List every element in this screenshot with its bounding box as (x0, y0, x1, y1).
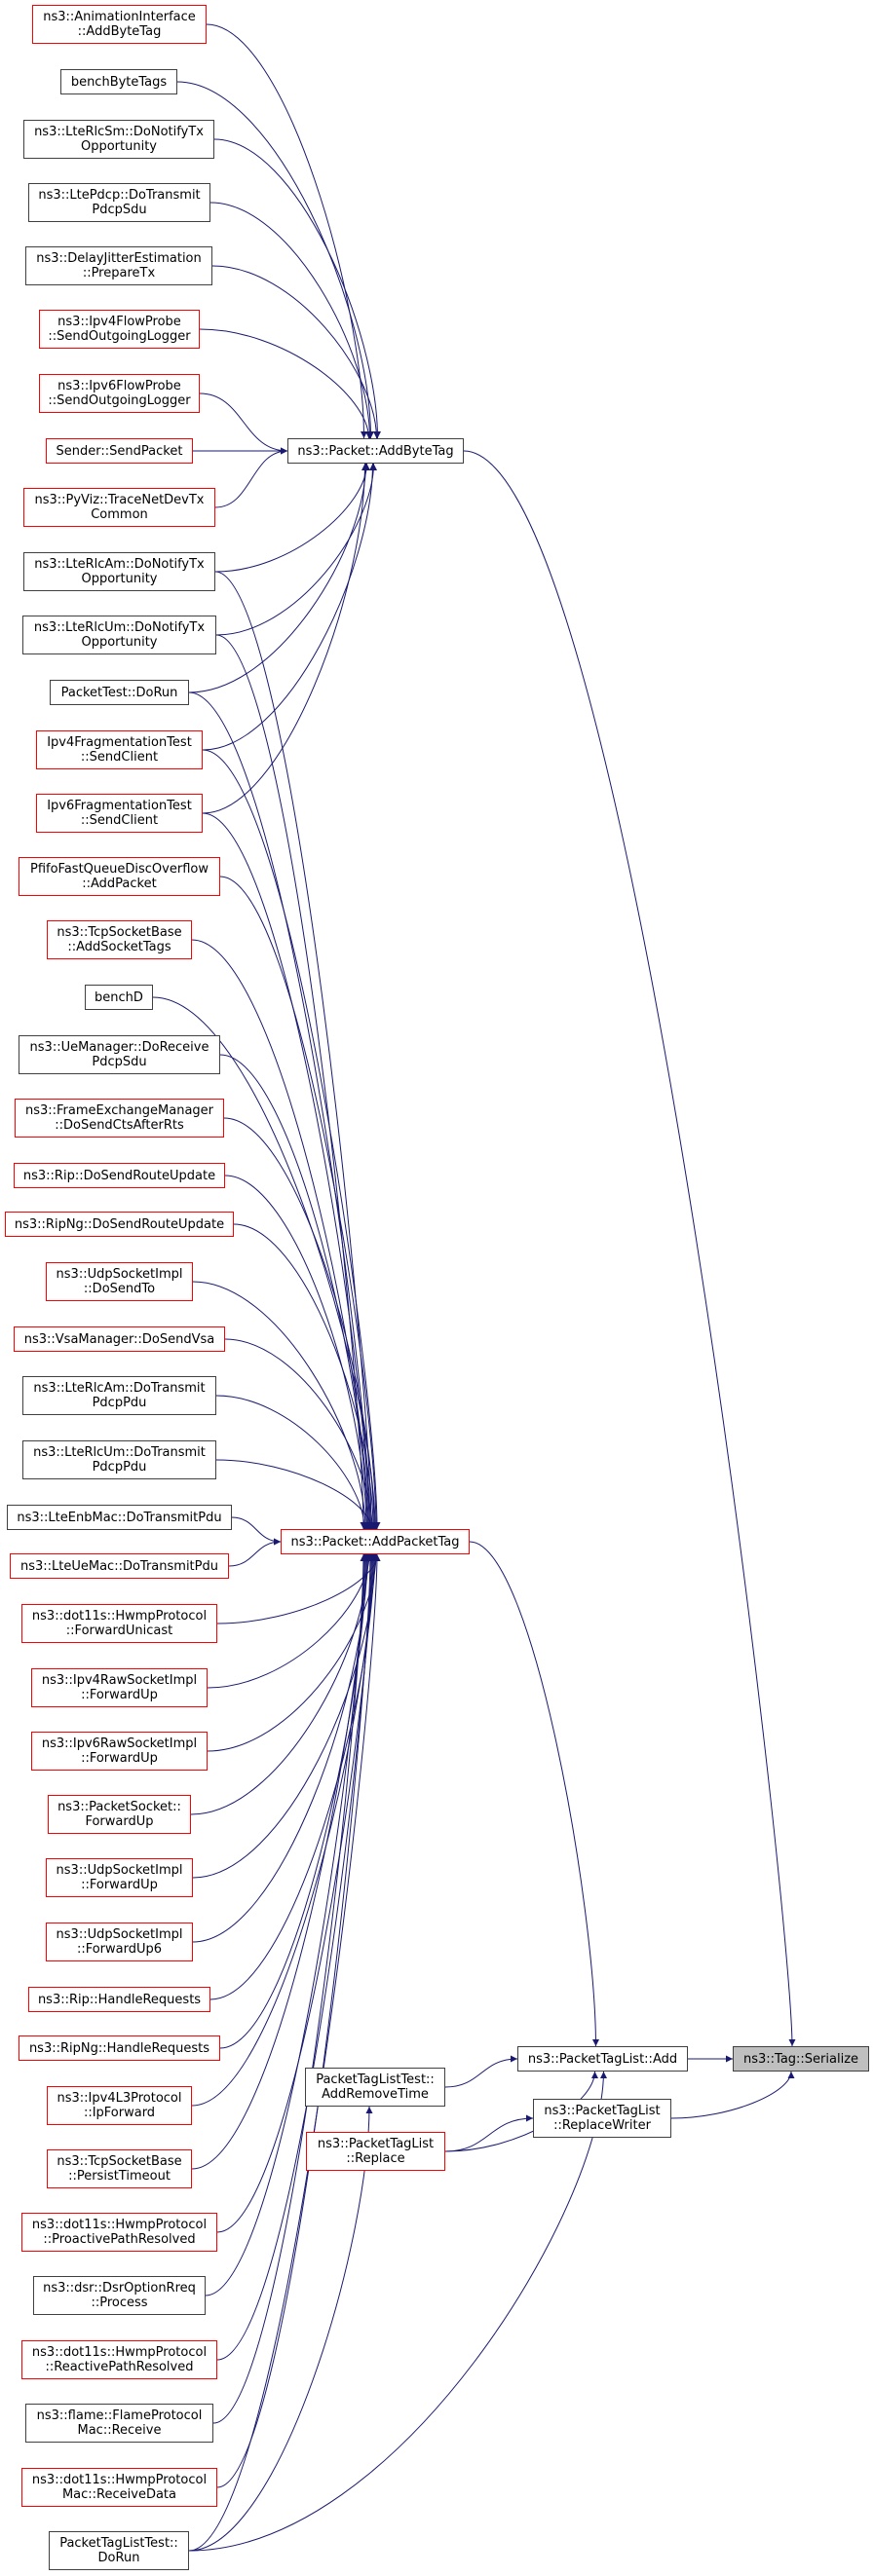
node-lte-rlc-am-do-transmit-pdcp-pdu[interactable]: ns3::LteRlcAm::DoTransmit PdcpPdu (22, 1376, 216, 1415)
node-packet-socket-forward-up[interactable]: ns3::PacketSocket:: ForwardUp (48, 1795, 191, 1834)
node-hwmp-protocol-proactive-path-resolved[interactable]: ns3::dot11s::HwmpProtocol ::ProactivePat… (21, 2213, 217, 2252)
edge-n_addpackettag-to-n_ptladd (469, 1541, 599, 2047)
node-lte-rlc-sm-do-notify-tx-opportunity[interactable]: ns3::LteRlcSm::DoNotifyTx Opportunity (23, 120, 214, 159)
edge-n_hwmp_fwd-to-n_addpackettag (216, 1553, 381, 1624)
node-packet-test-do-run[interactable]: PacketTest::DoRun (50, 680, 189, 705)
edge-n_tcptags-to-n_addpackettag (191, 939, 372, 1530)
edge-n_uemac-to-n_addpackettag (228, 1538, 282, 1567)
edge-n_pdcp-to-n_addbytetag (209, 202, 373, 439)
node-ipv4-raw-socket-impl-forward-up[interactable]: ns3::Ipv4RawSocketImpl ::ForwardUp (31, 1668, 208, 1707)
edge-n_enbmac-to-n_addpackettag (231, 1516, 282, 1546)
node-ue-manager-do-receive-pdcp-sdu[interactable]: ns3::UeManager::DoReceive PdcpSdu (19, 1035, 220, 1074)
edge-n_rlcam_tx-to-n_addpackettag (214, 571, 375, 1530)
edge-n_replace-to-n_replacewriter (444, 2114, 534, 2152)
node-lte-enb-mac-do-transmit-pdu[interactable]: ns3::LteEnbMac::DoTransmitPdu (7, 1505, 232, 1530)
node-rip-handle-requests[interactable]: ns3::Rip::HandleRequests (28, 1987, 210, 2012)
node-rip-do-send-route-update[interactable]: ns3::Rip::DoSendRouteUpdate (14, 1163, 225, 1188)
node-ipv6-flow-probe-send-outgoing-logger[interactable]: ns3::Ipv6FlowProbe ::SendOutgoingLogger (39, 374, 200, 413)
node-pfifo-fast-queue-disc-overflow-add-packet[interactable]: PfifoFastQueueDiscOverflow ::AddPacket (19, 857, 220, 896)
edge-n_addremovetime-to-n_ptladd (444, 2055, 518, 2088)
node-lte-pdcp-do-transmit-pdcp-sdu[interactable]: ns3::LtePdcp::DoTransmit PdcpSdu (28, 183, 210, 222)
edge-n_replacewriter-to-n_serialize (670, 2071, 795, 2119)
edge-n_anim-to-n_addbytetag (206, 23, 367, 439)
edge-n_riphandle-to-n_addpackettag (209, 1553, 378, 2000)
node-udp-socket-impl-forward-up[interactable]: ns3::UdpSocketImpl ::ForwardUp (46, 1858, 193, 1897)
node-ipv4-fragmentation-test-send-client[interactable]: Ipv4FragmentationTest ::SendClient (36, 730, 203, 769)
edge-n_pfifo-to-n_addpackettag (219, 876, 380, 1530)
node-frame-exchange-manager-do-send-cts-after-rts[interactable]: ns3::FrameExchangeManager ::DoSendCtsAft… (15, 1099, 224, 1138)
node-hwmp-protocol-forward-unicast[interactable]: ns3::dot11s::HwmpProtocol ::ForwardUnica… (21, 1604, 217, 1643)
edge-n_delay-to-n_addbytetag (211, 265, 380, 439)
edge-n_ipv6raw-to-n_addpackettag (207, 1553, 380, 1752)
node-vsa-manager-do-send-vsa[interactable]: ns3::VsaManager::DoSendVsa (14, 1326, 225, 1352)
edge-n_rlcum_pdu-to-n_addpackettag (215, 1459, 375, 1530)
node-lte-rlc-um-do-notify-tx-opportunity[interactable]: ns3::LteRlcUm::DoNotifyTx Opportunity (22, 616, 216, 654)
node-ripng-handle-requests[interactable]: ns3::RipNg::HandleRequests (19, 2035, 220, 2061)
edge-n_ipv4raw-to-n_addpackettag (207, 1553, 373, 1689)
node-bench-d[interactable]: benchD (85, 985, 153, 1010)
edge-n_pyviz-to-n_addbytetag (214, 447, 288, 508)
edge-n_packettest-to-n_addpackettag (188, 691, 374, 1530)
edge-n_udpsendto-to-n_addpackettag (192, 1281, 369, 1530)
node-ipv4-flow-probe-send-outgoing-logger[interactable]: ns3::Ipv4FlowProbe ::SendOutgoingLogger (39, 310, 200, 349)
node-dsr-option-rreq-process[interactable]: ns3::dsr::DsrOptionRreq ::Process (33, 2276, 206, 2315)
node-flame-protocol-mac-receive[interactable]: ns3::flame::FlameProtocol Mac::Receive (25, 2404, 213, 2443)
node-packet-add-byte-tag[interactable]: ns3::Packet::AddByteTag (287, 438, 464, 464)
node-pyviz-trace-net-dev-tx-common[interactable]: ns3::PyViz::TraceNetDevTx Common (23, 488, 215, 527)
node-packet-tag-list-test-add-remove-time[interactable]: PacketTagListTest:: AddRemoveTime (305, 2068, 445, 2107)
edge-n_ptltest_run-to-n_ptladd (188, 2071, 607, 2552)
node-ripng-do-send-route-update[interactable]: ns3::RipNg::DoSendRouteUpdate (5, 1212, 234, 1237)
node-delay-jitter-estimation-prepare-tx[interactable]: ns3::DelayJitterEstimation ::PrepareTx (25, 246, 212, 285)
edge-n_rlcam_pdu-to-n_addpackettag (215, 1395, 368, 1530)
edge-n_benchbyte-to-n_addbytetag (176, 81, 374, 439)
node-bench-byte-tags[interactable]: benchByteTags (60, 69, 177, 94)
edge-n_ripngroute-to-n_addpackettag (233, 1223, 377, 1530)
edge-n_ipv6frag-to-n_addbytetag (202, 463, 368, 814)
edge-n_proactive-to-n_addpackettag (216, 1553, 376, 2233)
edge-n_pktsock-to-n_addpackettag (190, 1553, 372, 1815)
edge-n_rlcsm-to-n_addbytetag (213, 138, 381, 439)
node-tcp-socket-base-persist-timeout[interactable]: ns3::TcpSocketBase ::PersistTimeout (47, 2149, 192, 2188)
node-packet-add-packet-tag[interactable]: ns3::Packet::AddPacketTag (281, 1529, 470, 1554)
node-animation-interface-add-byte-tag[interactable]: ns3::AnimationInterface ::AddByteTag (32, 5, 207, 44)
node-packet-tag-list-test-do-run[interactable]: PacketTagListTest:: DoRun (49, 2531, 189, 2570)
edge-n_packettest-to-n_addbytetag (188, 463, 369, 693)
edge-n_ipv4l3-to-n_addpackettag (191, 1553, 377, 2107)
node-sender-send-packet[interactable]: Sender::SendPacket (46, 438, 193, 464)
node-tcp-socket-base-add-socket-tags[interactable]: ns3::TcpSocketBase ::AddSocketTags (47, 920, 192, 959)
edge-n_vsa-to-n_addpackettag (224, 1338, 376, 1530)
node-packet-tag-list-replace-writer[interactable]: ns3::PacketTagList ::ReplaceWriter (533, 2099, 671, 2138)
node-lte-ue-mac-do-transmit-pdu[interactable]: ns3::LteUeMac::DoTransmitPdu (10, 1553, 229, 1579)
node-hwmp-protocol-reactive-path-resolved[interactable]: ns3::dot11s::HwmpProtocol ::ReactivePath… (21, 2340, 217, 2379)
node-lte-rlc-am-do-notify-tx-opportunity[interactable]: ns3::LteRlcAm::DoNotifyTx Opportunity (23, 552, 215, 591)
node-ipv4-l3-protocol-ip-forward[interactable]: ns3::Ipv4L3Protocol ::IpForward (47, 2086, 192, 2125)
edge-n_fem-to-n_addpackettag (223, 1117, 378, 1530)
node-hwmp-protocol-mac-receive-data[interactable]: ns3::dot11s::HwmpProtocol Mac::ReceiveDa… (21, 2468, 217, 2507)
edge-n_riproute-to-n_addpackettag (224, 1175, 370, 1530)
edge-n_rlcum_tx-to-n_addbytetag (215, 463, 377, 636)
node-ipv6-raw-socket-impl-forward-up[interactable]: ns3::Ipv6RawSocketImpl ::ForwardUp (31, 1732, 208, 1771)
edge-n_ipv4frag-to-n_addpackettag (202, 749, 381, 1530)
edge-n_reactive-to-n_addpackettag (216, 1553, 375, 2361)
node-packet-tag-list-replace[interactable]: ns3::PacketTagList ::Replace (306, 2132, 445, 2171)
edge-n_ptltest_run-to-n_addremovetime (188, 2106, 373, 2552)
edge-n_addbytetag-to-n_serialize (463, 450, 796, 2047)
node-packet-tag-list-add[interactable]: ns3::PacketTagList::Add (517, 2046, 688, 2072)
node-udp-socket-impl-forward-up6[interactable]: ns3::UdpSocketImpl ::ForwardUp6 (46, 1923, 193, 1961)
edge-n_ripnghandle-to-n_addpackettag (219, 1553, 370, 2049)
node-ipv6-fragmentation-test-send-client[interactable]: Ipv6FragmentationTest ::SendClient (36, 794, 203, 833)
node-udp-socket-impl-do-send-to[interactable]: ns3::UdpSocketImpl ::DoSendTo (46, 1262, 193, 1301)
node-lte-rlc-um-do-transmit-pdcp-pdu[interactable]: ns3::LteRlcUm::DoTransmit PdcpPdu (22, 1440, 216, 1479)
edge-n_rlcam_tx-to-n_addbytetag (214, 463, 370, 573)
edge-n_flame-to-n_addpackettag (212, 1553, 367, 2424)
edge-n_ipv6flow-to-n_addbytetag (199, 392, 288, 455)
edge-n_ipv6frag-to-n_addpackettag (202, 812, 373, 1530)
edge-n_uemgr-to-n_addpackettag (219, 1054, 371, 1530)
node-tag-serialize-current: ns3::Tag::Serialize (733, 2046, 869, 2072)
edge-n_ipv4frag-to-n_addbytetag (202, 463, 376, 751)
edge-n_ipv4flow-to-n_addbytetag (199, 328, 372, 439)
edge-n_rlcum_tx-to-n_addpackettag (215, 634, 367, 1530)
